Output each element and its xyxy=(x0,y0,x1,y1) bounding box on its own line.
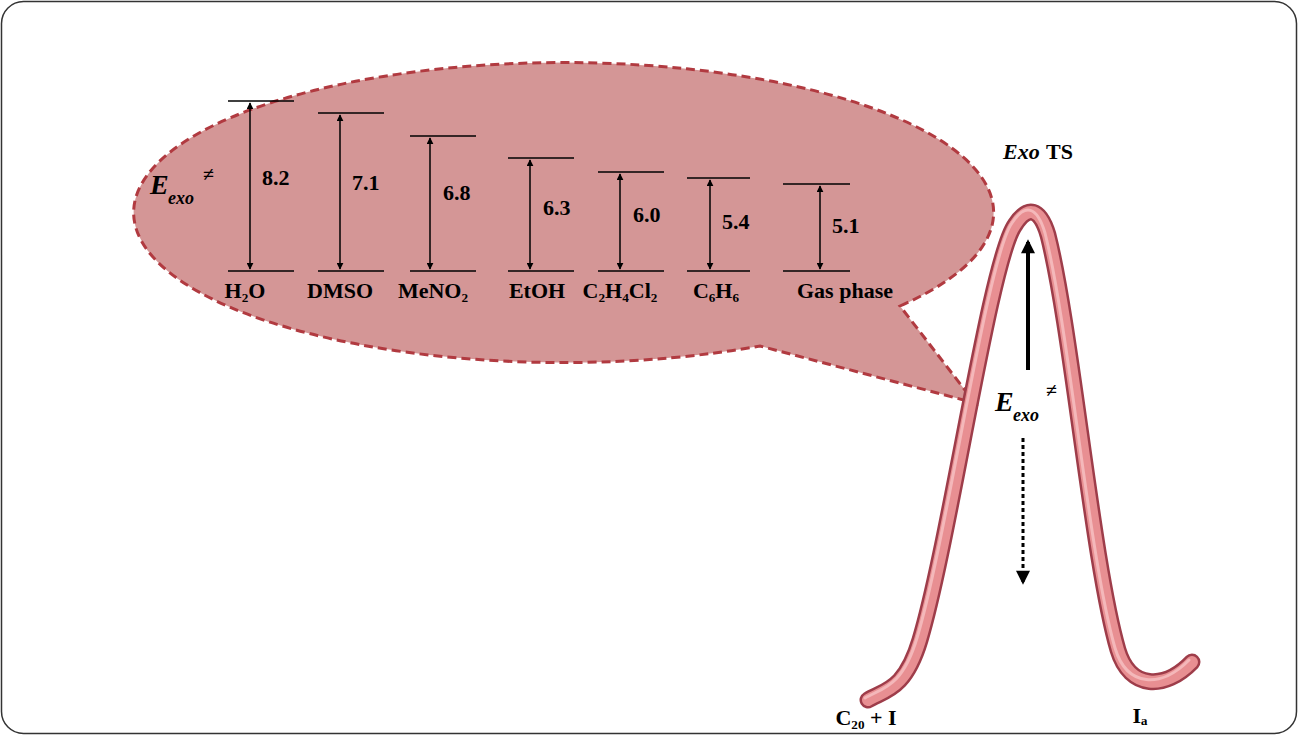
energy-superscript: ≠ xyxy=(203,164,214,184)
energy-symbol: E xyxy=(150,171,169,199)
energy-subscript: exo xyxy=(168,189,194,207)
solvent-label: Gas phase xyxy=(797,280,893,302)
barrier-value: 7.1 xyxy=(352,172,380,194)
solvent-label: C₂H₄Cl₂ xyxy=(583,280,658,302)
energy-levels xyxy=(228,101,850,271)
solvent-label: MeNO₂ xyxy=(398,280,468,302)
energy-superscript: ≠ xyxy=(1046,380,1057,400)
energy-symbol: E xyxy=(995,388,1014,416)
solvent-label: H₂O xyxy=(225,280,266,302)
barrier-value: 5.4 xyxy=(722,211,750,233)
solvent-label: C₆H₆ xyxy=(693,280,739,302)
solvent-label: DMSO xyxy=(307,280,373,302)
barrier-arrow-down xyxy=(1022,438,1025,582)
solvent-label: EtOH xyxy=(509,280,565,302)
speech-bubble xyxy=(134,63,994,403)
barrier-value: 6.3 xyxy=(543,197,571,219)
state-label: TS xyxy=(1046,141,1073,163)
energy-subscript: exo xyxy=(1013,406,1039,424)
barrier-value: 6.0 xyxy=(633,204,661,226)
barrier-value: 8.2 xyxy=(262,167,290,189)
energy-profile-ribbon xyxy=(865,210,1192,700)
product-label: Iₐ xyxy=(1133,705,1148,727)
barrier-arrow-up xyxy=(1026,242,1030,370)
barrier-value: 6.8 xyxy=(443,182,471,204)
state-label: Exo xyxy=(1003,141,1040,163)
barrier-value: 5.1 xyxy=(832,215,860,237)
reactant-label: C₂₀ + I xyxy=(835,707,896,729)
